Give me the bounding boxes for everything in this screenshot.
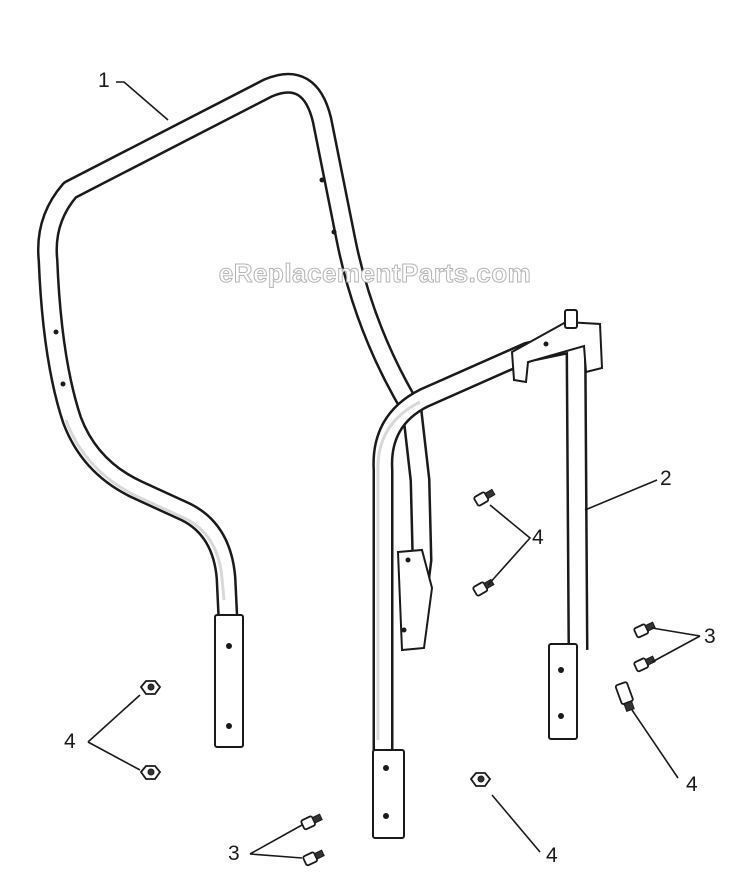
- callout-3-bottom: 3: [228, 842, 240, 865]
- part-2-roll-bar-frame: [372, 309, 604, 839]
- callout-2: 2: [660, 467, 672, 490]
- callout-4-bottom: 4: [546, 844, 558, 867]
- leader-lines: [87, 81, 701, 859]
- part-4-hardware: [139, 488, 635, 787]
- callout-3-right: 3: [704, 625, 716, 648]
- part-1-roll-bar-frame: [36, 72, 434, 748]
- callout-1: 1: [98, 69, 110, 92]
- watermark: eReplacementParts.com: [218, 258, 532, 289]
- callout-4-center: 4: [532, 526, 544, 549]
- callout-4-right: 4: [686, 773, 698, 796]
- callout-4-left: 4: [64, 730, 76, 753]
- part-3-hardware: [300, 621, 656, 867]
